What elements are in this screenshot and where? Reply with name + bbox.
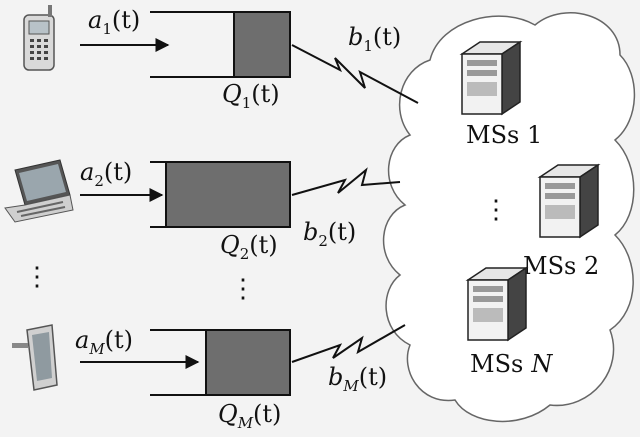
- tablet-icon: [12, 324, 58, 391]
- queue-content-1: [233, 11, 291, 78]
- arrival-label-1: a1(t): [88, 6, 140, 38]
- queue-row-1: a1(t) Q1(t) b1(t): [23, 5, 419, 112]
- queue-row-m: aM(t) QM(t) bM(t): [12, 324, 406, 432]
- server-2-label: MSs 2: [523, 252, 599, 280]
- server-1-label: MSs 1: [466, 121, 542, 149]
- wireless-link-m: [291, 324, 406, 363]
- wireless-link-2: [291, 167, 401, 196]
- queue-content-2: [165, 161, 291, 228]
- server-n-icon: [465, 266, 529, 342]
- queues-ellipsis: ⋮: [230, 274, 256, 304]
- devices-ellipsis: ⋮: [24, 262, 50, 292]
- link-label-m: bM(t): [328, 363, 387, 395]
- queue-label-m: QM(t): [218, 400, 281, 432]
- queue-row-2: a2(t) Q2(t) b2(t): [4, 158, 401, 263]
- server-cloud: [383, 12, 636, 423]
- link-label-1: b1(t): [348, 23, 401, 55]
- phone-icon: [23, 5, 55, 71]
- servers-ellipsis: ⋮: [483, 195, 509, 225]
- server-2-icon: [537, 163, 601, 239]
- wireless-link-1: [291, 44, 419, 104]
- arrival-label-m: aM(t): [75, 326, 133, 358]
- server-1-icon: [459, 40, 523, 116]
- link-label-2: b2(t): [303, 218, 356, 250]
- queue-content-m: [205, 329, 291, 396]
- arrival-label-2: a2(t): [80, 158, 132, 190]
- laptop-icon: [4, 159, 74, 223]
- queue-label-1: Q1(t): [222, 80, 280, 112]
- queue-label-2: Q2(t): [220, 231, 278, 263]
